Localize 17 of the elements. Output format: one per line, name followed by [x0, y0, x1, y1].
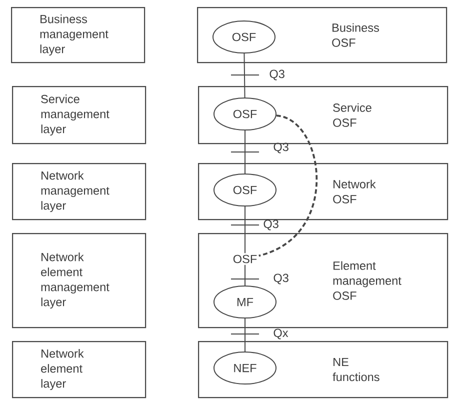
- text-label: OSF: [233, 254, 257, 264]
- edge-label: Q3: [274, 142, 288, 154]
- layer-box: Network management layer: [12, 163, 146, 220]
- layer-box: Service management layer: [12, 86, 146, 144]
- connector-line: [244, 206, 246, 254]
- connector-line: [244, 53, 246, 98]
- edge-label: Qx: [274, 328, 288, 340]
- dashed-curve: [258, 114, 318, 257]
- edge-label: Q3: [264, 220, 278, 230]
- connector-line: [244, 130, 246, 174]
- layer-box: Network element management layer: [12, 233, 146, 328]
- edge-label: Q3: [270, 70, 284, 80]
- edge-label: Q3: [274, 274, 288, 284]
- layer-box: Network element layer: [12, 341, 146, 398]
- connector-line: [244, 318, 246, 352]
- connector-line: [244, 264, 246, 286]
- layer-box: Business management layer: [11, 7, 146, 64]
